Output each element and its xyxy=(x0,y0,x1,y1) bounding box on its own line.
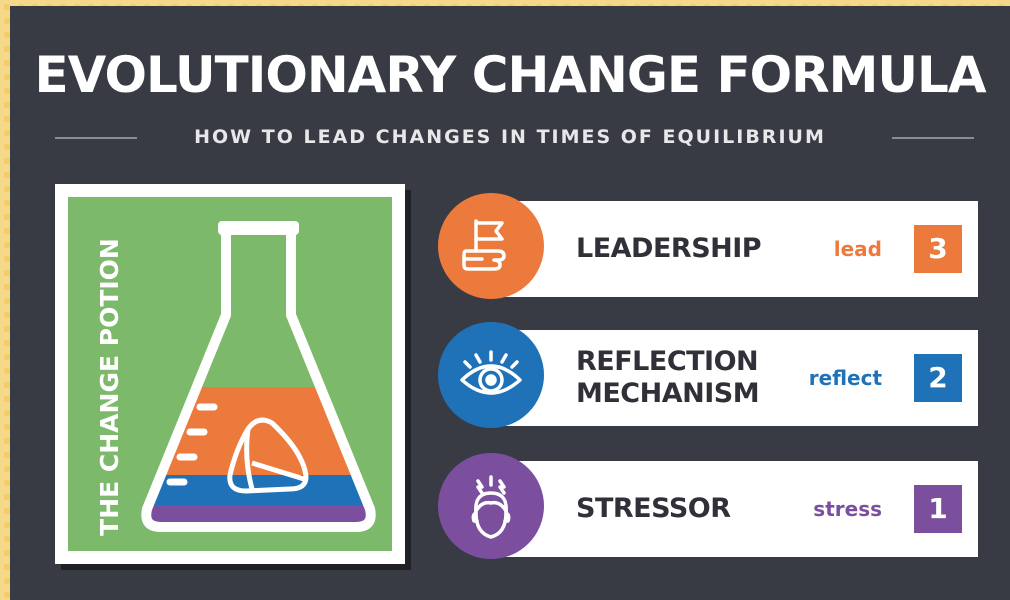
reflection-icon-circle xyxy=(438,322,544,428)
flask-outline xyxy=(141,224,376,532)
row-verb: reflect xyxy=(808,366,882,390)
flask-lip xyxy=(218,221,299,235)
row-name: STRESSOR xyxy=(576,493,731,524)
formula-row-reflection: REFLECTION MECHANISM reflect 2 xyxy=(438,322,978,432)
stressor-icon-circle xyxy=(438,453,544,559)
potion-layer-purple xyxy=(146,505,371,527)
stressed-head-icon xyxy=(471,475,511,539)
infographic-subtitle: HOW TO LEAD CHANGES IN TIMES OF EQUILIBR… xyxy=(194,126,826,148)
subtitle-row: HOW TO LEAD CHANGES IN TIMES OF EQUILIBR… xyxy=(10,122,1010,152)
row-bar xyxy=(488,330,978,426)
leadership-icon-circle xyxy=(438,193,544,299)
row-number-badge: 3 xyxy=(914,225,962,273)
row-name: LEADERSHIP xyxy=(576,233,762,264)
infographic-title: EVOLUTIONARY CHANGE FORMULA xyxy=(34,46,986,104)
flask-measure-marks xyxy=(166,403,218,486)
row-number-badge: 2 xyxy=(914,354,962,402)
row-number-badge: 1 xyxy=(914,485,962,533)
pyramid-icon xyxy=(227,417,309,494)
formula-row-leadership: LEADERSHIP lead 3 xyxy=(438,193,978,303)
change-potion-card: THE CHANGE POTION xyxy=(55,184,405,564)
row-bar xyxy=(488,461,978,557)
row-bar xyxy=(488,201,978,297)
hand-holding-flag-icon xyxy=(462,219,506,271)
subtitle-rule-right xyxy=(892,137,974,139)
change-potion-panel: THE CHANGE POTION xyxy=(68,197,392,551)
flask-illustration xyxy=(141,221,376,532)
subtitle-rule-left xyxy=(55,137,137,139)
row-name: REFLECTION MECHANISM xyxy=(576,346,760,409)
row-verb: lead xyxy=(833,237,882,261)
eye-icon xyxy=(460,350,522,395)
row-verb: stress xyxy=(813,497,882,521)
formula-row-stressor: STRESSOR stress 1 xyxy=(438,453,978,563)
infographic-panel: EVOLUTIONARY CHANGE FORMULA HOW TO LEAD … xyxy=(10,6,1010,600)
